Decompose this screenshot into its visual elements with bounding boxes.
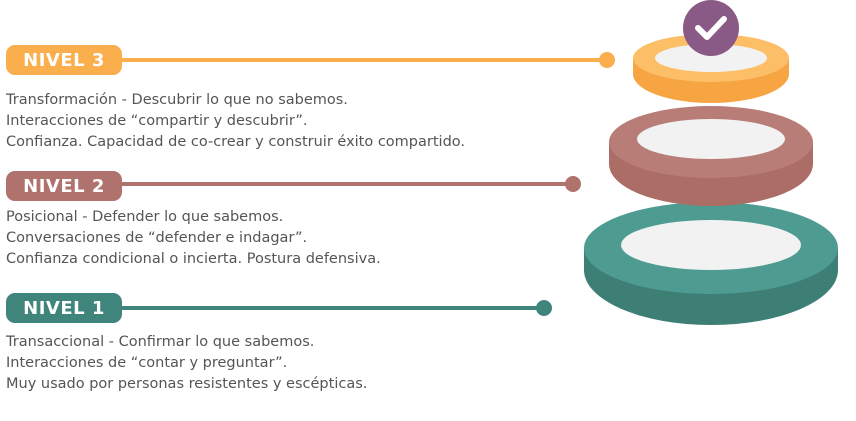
ring-level-1 <box>584 202 838 325</box>
check-icon <box>695 16 727 40</box>
level-1-line-3: Muy usado por personas resistentes y esc… <box>6 376 368 392</box>
level-3-line-1: Transformación - Descubrir lo que no sab… <box>6 92 348 108</box>
check-badge <box>683 0 739 56</box>
level-1-connector <box>118 306 544 310</box>
level-1-connector-dot <box>536 300 552 316</box>
level-3-label-text: NIVEL 3 <box>23 49 105 71</box>
level-3-connector <box>118 58 606 62</box>
level-2-line-1: Posicional - Defender lo que sabemos. <box>6 209 284 225</box>
level-2-label: NIVEL 2 <box>6 171 122 201</box>
level-1-line-1: Transaccional - Confirmar lo que sabemos… <box>6 334 315 350</box>
level-1-label-text: NIVEL 1 <box>23 297 105 319</box>
level-3-label: NIVEL 3 <box>6 45 122 75</box>
level-2-connector <box>118 182 572 186</box>
level-3-description: Transformación - Descubrir lo que no sab… <box>6 90 465 153</box>
level-3-connector-dot <box>599 52 615 68</box>
level-2-connector-dot <box>565 176 581 192</box>
level-3-line-2: Interacciones de “compartir y descubrir”… <box>6 113 308 129</box>
ring-level-3 <box>633 34 789 103</box>
level-1-label: NIVEL 1 <box>6 293 122 323</box>
ring-level-2 <box>609 106 813 206</box>
level-2-line-3: Confianza condicional o incierta. Postur… <box>6 251 381 267</box>
level-2-label-text: NIVEL 2 <box>23 175 105 197</box>
level-2-description: Posicional - Defender lo que sabemos. Co… <box>6 207 381 270</box>
level-1-description: Transaccional - Confirmar lo que sabemos… <box>6 332 367 395</box>
level-3-line-3: Confianza. Capacidad de co-crear y const… <box>6 134 466 150</box>
level-2-line-2: Conversaciones de “defender e indagar”. <box>6 230 308 246</box>
level-1-line-2: Interacciones de “contar y preguntar”. <box>6 355 288 371</box>
